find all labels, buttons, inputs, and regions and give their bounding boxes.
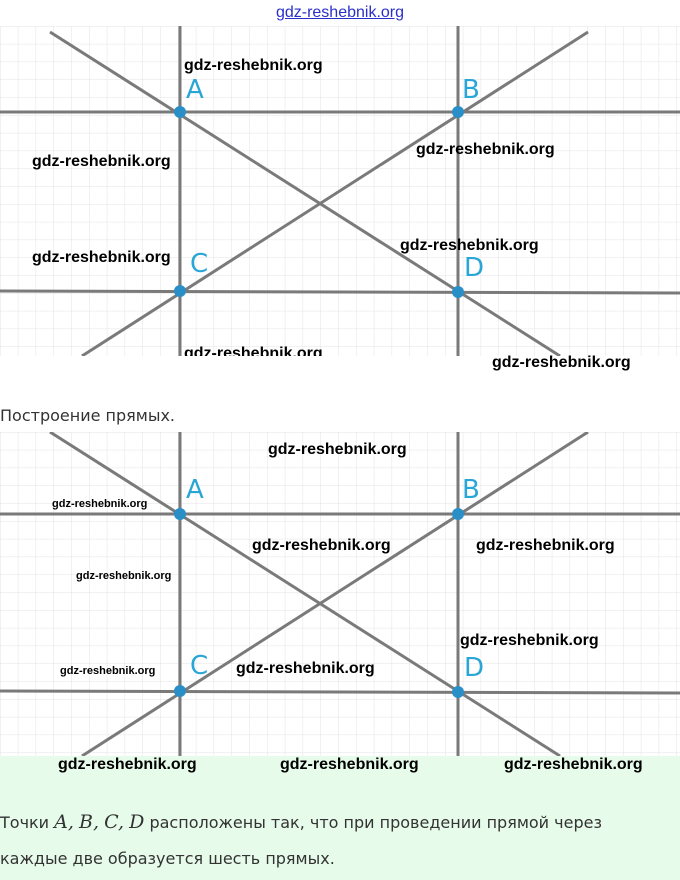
label-a: A [186, 475, 204, 505]
line-ad [49, 30, 561, 356]
watermark: gdz-reshebnik.org [52, 498, 147, 510]
watermark: gdz-reshebnik.org [268, 441, 407, 458]
line-bc [81, 432, 589, 756]
line-cd [0, 289, 680, 295]
var-a: A, [54, 811, 74, 833]
point-b [452, 508, 464, 520]
watermark: gdz-reshebnik.org [476, 537, 615, 554]
label-c: C [190, 651, 208, 681]
watermark: gdz-reshebnik.org [32, 249, 171, 266]
answer-block: gdz-reshebnik.org gdz-reshebnik.org gdz-… [0, 756, 680, 880]
line-ad [49, 432, 561, 756]
watermark: gdz-reshebnik.org [504, 756, 643, 773]
watermark: gdz-reshebnik.org [400, 237, 539, 254]
point-d [452, 686, 464, 698]
construction-figure-2: A B C D gdz-reshebnik.org gdz-reshebnik.… [0, 432, 680, 756]
watermark: gdz-reshebnik.org [252, 537, 391, 554]
answer-prefix: Точки [0, 813, 50, 832]
site-header: gdz-reshebnik.org [0, 0, 680, 26]
label-d: D [464, 253, 484, 283]
label-b: B [462, 75, 480, 105]
answer-text: Точки A, B, C, D расположены так, что пр… [0, 804, 680, 877]
label-a: A [186, 75, 204, 105]
watermark: gdz-reshebnik.org [32, 153, 171, 170]
point-a [174, 508, 186, 520]
grid [0, 432, 680, 756]
point-a [174, 106, 186, 118]
watermark: gdz-reshebnik.org [416, 141, 555, 158]
figure-2-canvas: A B C D gdz-reshebnik.org gdz-reshebnik.… [0, 432, 680, 756]
point-d [452, 286, 464, 298]
label-b: B [462, 475, 480, 505]
watermark: gdz-reshebnik.org [58, 756, 197, 773]
construction-figure-1: A B C D gdz-reshebnik.org gdz-reshebnik.… [0, 26, 680, 356]
site-link[interactable]: gdz-reshebnik.org [275, 4, 405, 21]
answer-watermarks: gdz-reshebnik.org gdz-reshebnik.org gdz-… [0, 756, 680, 776]
label-c: C [190, 249, 208, 279]
watermark: gdz-reshebnik.org [60, 665, 155, 677]
label-d: D [464, 653, 484, 683]
watermark: gdz-reshebnik.org [236, 660, 375, 677]
figure-caption: Построение прямых. [0, 406, 176, 425]
point-c [174, 285, 186, 297]
watermark: gdz-reshebnik.org [184, 57, 323, 74]
answer-line-1: Точки A, B, C, D расположены так, что пр… [0, 804, 680, 841]
watermark: gdz-reshebnik.org [460, 632, 599, 649]
answer-line-2: каждые две образуется шесть прямых. [0, 849, 335, 868]
point-c [174, 685, 186, 697]
watermark: gdz-reshebnik.org [280, 756, 419, 773]
watermark: gdz-reshebnik.org [492, 354, 631, 371]
figure-1-canvas: A B C D gdz-reshebnik.org gdz-reshebnik.… [0, 26, 680, 356]
line-bc [81, 30, 589, 356]
var-b: B, [79, 811, 100, 833]
var-d: D [129, 811, 145, 833]
var-c: C, [104, 811, 125, 833]
line-cd [0, 689, 680, 695]
answer-suffix: расположены так, что при проведении прям… [149, 813, 602, 832]
watermark: gdz-reshebnik.org [76, 570, 171, 582]
point-b [452, 106, 464, 118]
watermark: gdz-reshebnik.org [184, 345, 323, 356]
